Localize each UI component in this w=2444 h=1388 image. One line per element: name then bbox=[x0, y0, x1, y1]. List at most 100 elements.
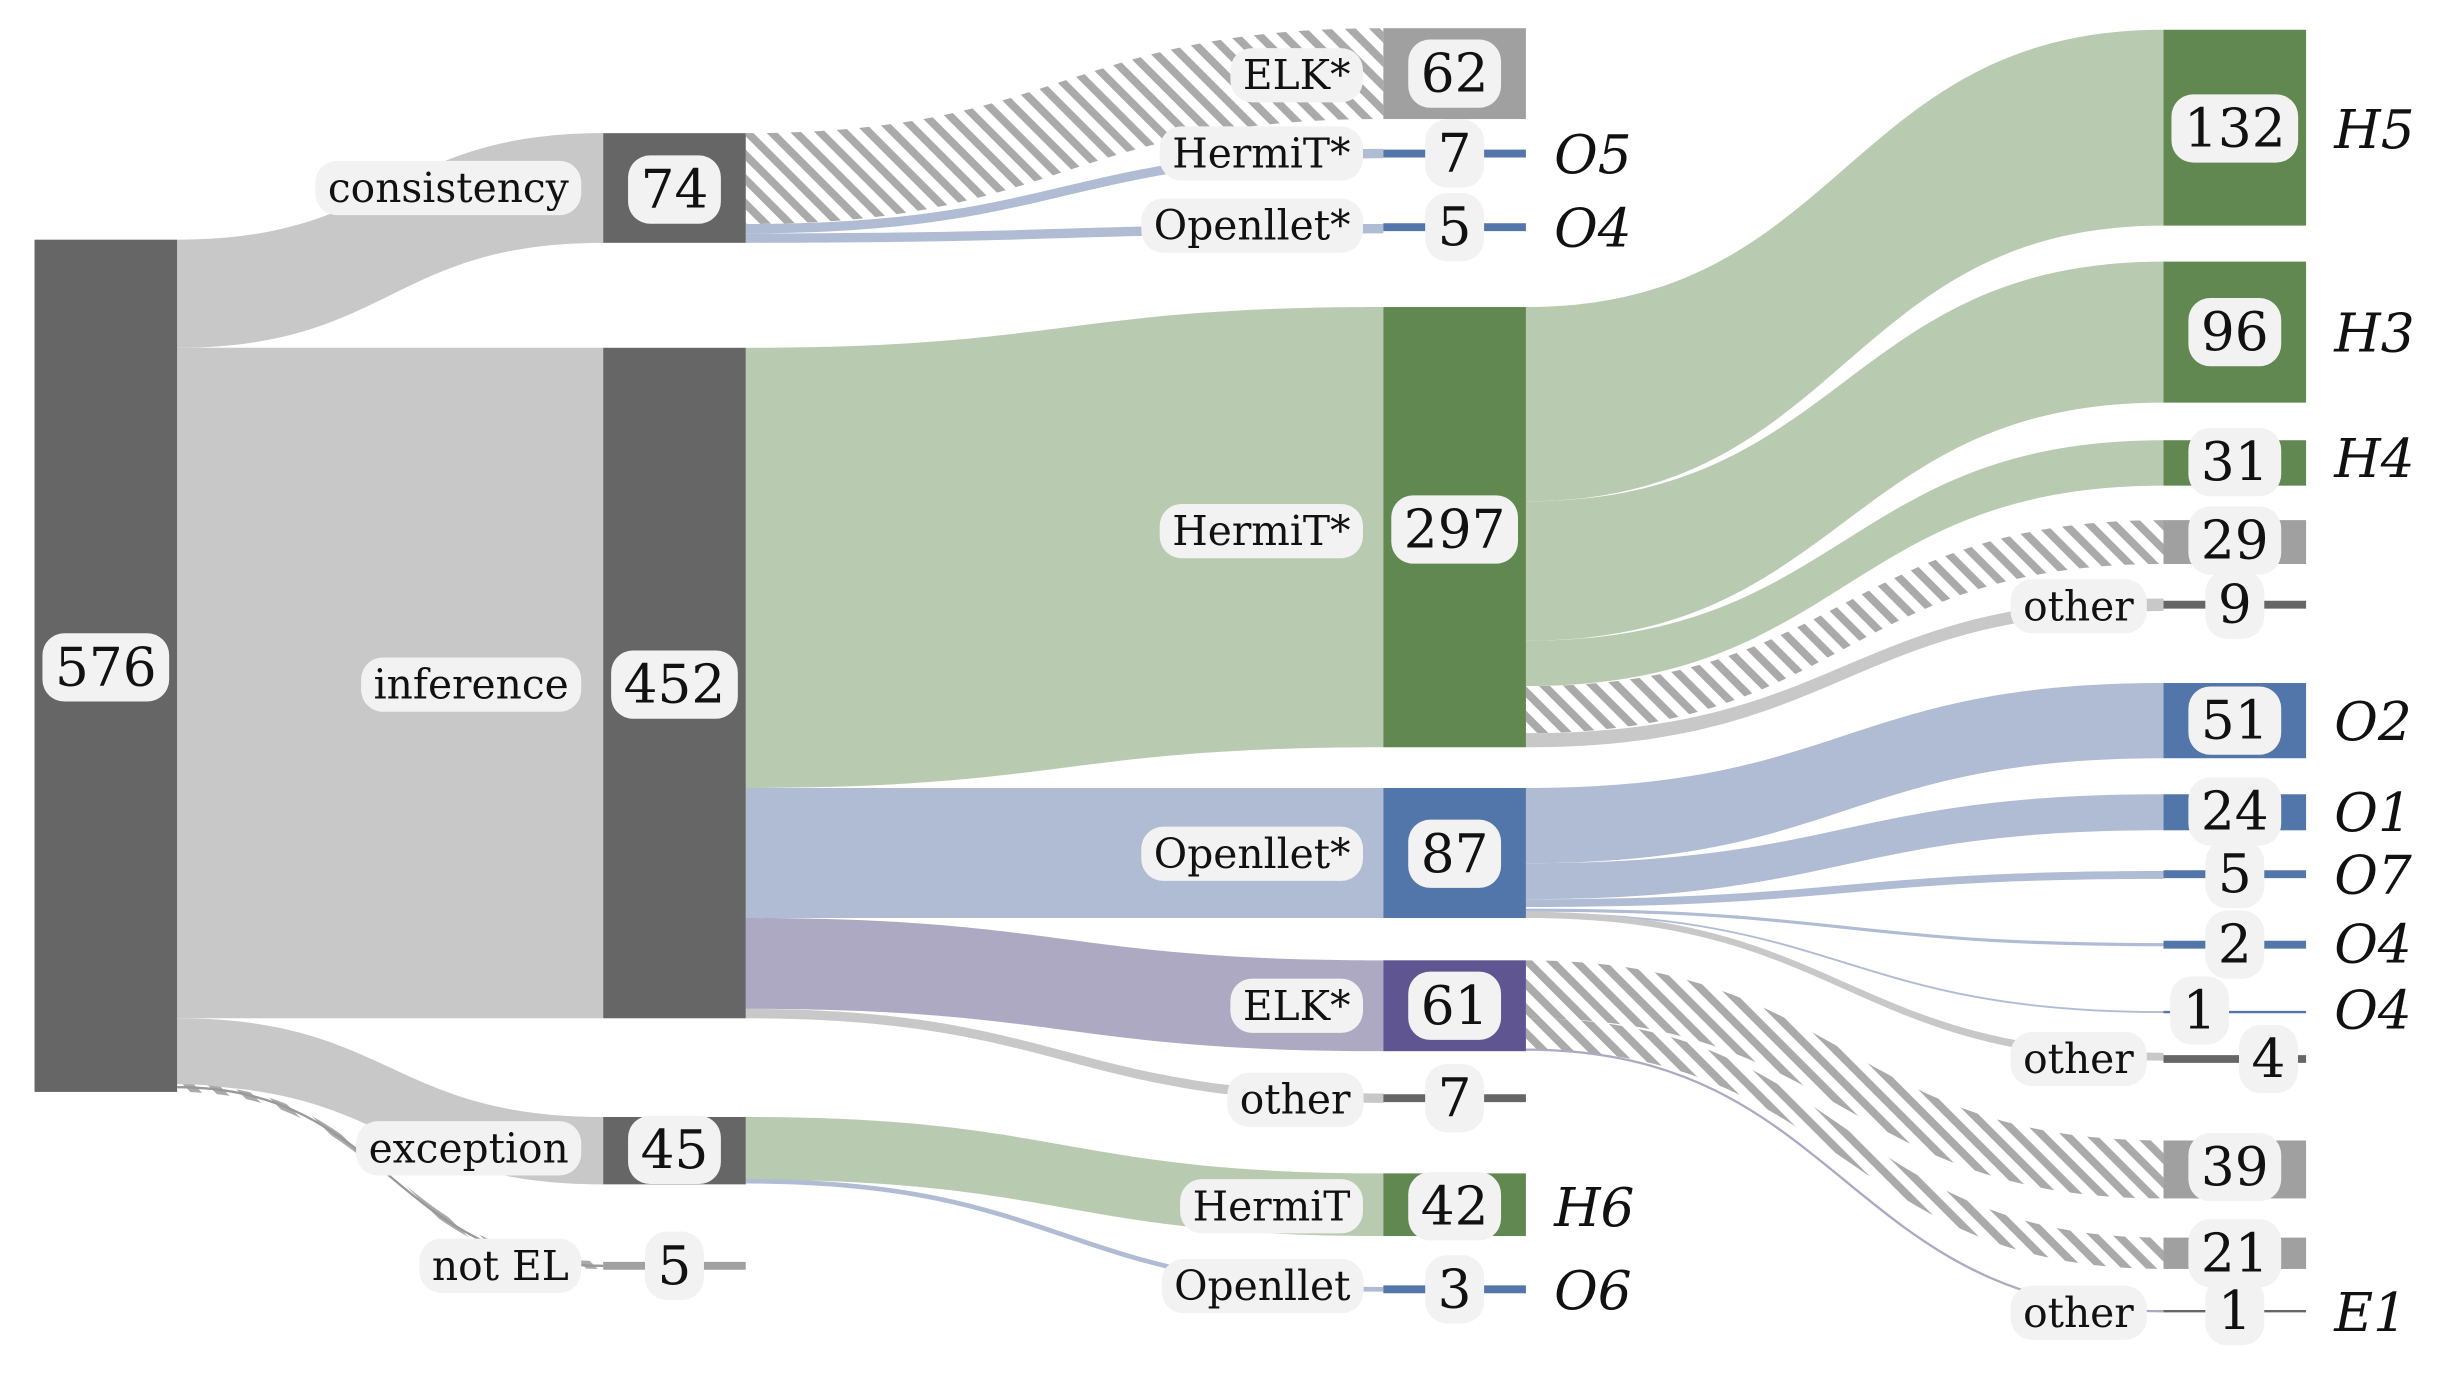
value-inference: 452 bbox=[611, 650, 738, 719]
svg-text:2: 2 bbox=[2218, 914, 2252, 976]
value-h5: 132 bbox=[2171, 94, 2299, 163]
svg-text:3: 3 bbox=[1438, 1258, 1472, 1320]
value-h3: 96 bbox=[2188, 297, 2282, 367]
svg-text:39: 39 bbox=[2201, 1136, 2269, 1198]
value-consistency-openllet: 5 bbox=[1425, 193, 1485, 262]
svg-text:consistency: consistency bbox=[328, 164, 569, 212]
link-hermit-h5 bbox=[1525, 29, 2164, 502]
label-o-other: other bbox=[2010, 1031, 2147, 1087]
tag-consistency-hermit: O5 bbox=[1554, 124, 1632, 186]
value-o4b: 1 bbox=[2170, 976, 2230, 1045]
value-e-39: 39 bbox=[2188, 1132, 2282, 1202]
label-consistency-hermit: HermiT* bbox=[1159, 126, 1363, 181]
svg-text:1: 1 bbox=[2218, 1280, 2252, 1342]
label-consistency-openllet: Openllet* bbox=[1141, 198, 1363, 253]
svg-text:452: 452 bbox=[624, 654, 726, 716]
svg-text:87: 87 bbox=[1421, 823, 1489, 885]
svg-text:24: 24 bbox=[2201, 780, 2269, 842]
svg-text:HermiT: HermiT bbox=[1193, 1182, 1351, 1230]
value-inference-hermit: 297 bbox=[1391, 495, 1518, 564]
value-o4a: 2 bbox=[2205, 910, 2265, 979]
tag-h3: H3 bbox=[2333, 303, 2414, 365]
svg-text:297: 297 bbox=[1404, 499, 1506, 561]
svg-text:Openllet: Openllet bbox=[1174, 1262, 1351, 1310]
link-inference-other bbox=[745, 1008, 1384, 1103]
svg-text:other: other bbox=[1240, 1076, 1351, 1124]
link-openllet-o2 bbox=[1525, 683, 2164, 864]
link-inference-elk bbox=[745, 918, 1384, 1052]
tag-o2: O2 bbox=[2334, 691, 2412, 753]
svg-text:29: 29 bbox=[2201, 509, 2269, 571]
svg-text:7: 7 bbox=[1438, 1067, 1472, 1129]
value-o-other: 4 bbox=[2239, 1024, 2298, 1094]
tag-exception-openllet: O6 bbox=[1554, 1260, 1632, 1322]
svg-text:61: 61 bbox=[1421, 975, 1489, 1037]
svg-text:ELK*: ELK* bbox=[1243, 982, 1351, 1030]
tag-exception-hermit: H6 bbox=[1553, 1177, 1634, 1239]
link-consistency-hermit bbox=[745, 148, 1384, 234]
value-consistency-hermit: 7 bbox=[1425, 119, 1485, 188]
svg-text:5: 5 bbox=[2218, 843, 2252, 905]
link-openllet-o4a bbox=[1525, 908, 2164, 947]
link-hermit-hatch bbox=[1525, 520, 2164, 734]
svg-text:not EL: not EL bbox=[432, 1242, 569, 1290]
svg-text:1: 1 bbox=[2183, 979, 2217, 1041]
tag-o1: O1 bbox=[2334, 782, 2412, 844]
value-o7: 5 bbox=[2205, 840, 2265, 909]
label-exception-hermit: HermiT bbox=[1180, 1179, 1363, 1234]
label-exception: exception bbox=[356, 1121, 582, 1176]
tag-o4b: O4 bbox=[2334, 979, 2412, 1041]
value-e-21: 21 bbox=[2188, 1219, 2282, 1288]
label-inference-openllet: Openllet* bbox=[1141, 826, 1363, 881]
label-consistency: consistency bbox=[315, 160, 582, 216]
value-exception: 45 bbox=[628, 1115, 721, 1185]
label-exception-openllet: Openllet bbox=[1161, 1259, 1364, 1314]
svg-text:62: 62 bbox=[1421, 43, 1489, 105]
link-elk-21 bbox=[1525, 1018, 2164, 1269]
link-openllet-other bbox=[1525, 911, 2164, 1061]
svg-text:132: 132 bbox=[2184, 97, 2286, 159]
link-hermit-h4 bbox=[1525, 440, 2164, 687]
link-hermit-other bbox=[1525, 598, 2164, 748]
svg-text:other: other bbox=[2023, 1289, 2134, 1337]
label-not-el: not EL bbox=[419, 1238, 582, 1293]
label-h-other: other bbox=[2010, 579, 2147, 634]
link-elk-39 bbox=[1525, 960, 2164, 1199]
svg-text:9: 9 bbox=[2218, 574, 2252, 636]
svg-text:Openllet*: Openllet* bbox=[1154, 202, 1351, 250]
value-not-el: 5 bbox=[644, 1231, 704, 1300]
tag-e-other: E1 bbox=[2333, 1282, 2407, 1344]
label-inference-hermit: HermiT* bbox=[1159, 503, 1363, 559]
svg-text:576: 576 bbox=[55, 636, 157, 698]
value-consistency: 74 bbox=[628, 155, 721, 224]
value-root: 576 bbox=[42, 633, 170, 702]
tag-o7: O7 bbox=[2334, 845, 2412, 907]
value-exception-openllet: 3 bbox=[1425, 1255, 1485, 1324]
label-consistency-elk: ELK* bbox=[1230, 48, 1363, 103]
tag-o4a: O4 bbox=[2334, 914, 2412, 976]
svg-text:31: 31 bbox=[2201, 431, 2269, 493]
label-inference-elk: ELK* bbox=[1230, 978, 1363, 1033]
svg-text:HermiT*: HermiT* bbox=[1172, 507, 1350, 555]
link-openllet-o1 bbox=[1525, 794, 2164, 900]
svg-text:45: 45 bbox=[641, 1119, 709, 1181]
link-openllet-o7 bbox=[1525, 871, 2164, 908]
value-h4: 31 bbox=[2188, 428, 2282, 497]
svg-text:96: 96 bbox=[2201, 301, 2269, 363]
svg-text:other: other bbox=[2023, 1035, 2134, 1083]
label-e-other: other bbox=[2010, 1285, 2147, 1340]
value-o1: 24 bbox=[2188, 777, 2282, 846]
svg-text:Openllet*: Openllet* bbox=[1154, 830, 1351, 878]
label-inference-other: other bbox=[1227, 1072, 1364, 1127]
links-layer bbox=[177, 28, 2164, 1313]
tag-h4: H4 bbox=[2333, 428, 2414, 490]
tag-h5: H5 bbox=[2333, 99, 2414, 161]
value-o2: 51 bbox=[2188, 686, 2282, 755]
value-inference-other: 7 bbox=[1425, 1064, 1485, 1133]
value-h-hatch: 29 bbox=[2188, 506, 2282, 575]
value-consistency-elk: 62 bbox=[1408, 39, 1502, 108]
value-e-other: 1 bbox=[2205, 1277, 2265, 1346]
svg-text:inference: inference bbox=[374, 661, 569, 709]
